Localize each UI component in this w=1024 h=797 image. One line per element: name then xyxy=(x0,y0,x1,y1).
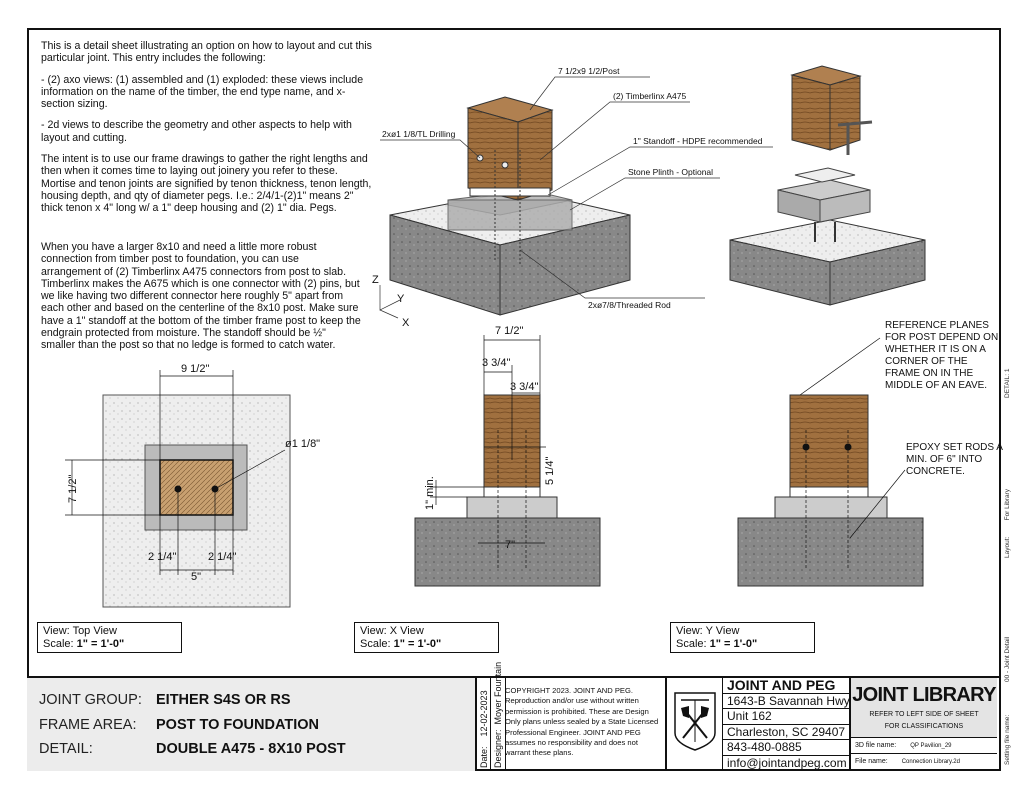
phone: 843-480-0885 xyxy=(723,740,849,756)
side-joint: 00 - Joint Detail xyxy=(1004,636,1011,682)
library-title: JOINT LIBRARY xyxy=(852,684,996,706)
side-setting: Setting file name: xyxy=(1004,714,1011,765)
axis-y: Y xyxy=(397,293,405,305)
dim-x-height: 5 1/4" xyxy=(544,457,556,485)
company-address: JOINT AND PEG 1643-B Savannah Hwy Unit 1… xyxy=(723,678,850,771)
y-view xyxy=(737,337,924,587)
label-standoff: 1" Standoff - HDPE recommended xyxy=(633,136,763,146)
dim-b3: 5" xyxy=(191,571,201,583)
dim-x-standoff: 1" min. xyxy=(424,476,436,510)
dim-b2: 2 1/4" xyxy=(208,551,236,563)
company-logo xyxy=(665,678,723,771)
side-layout: Layout: For Library xyxy=(1004,488,1011,558)
sheet-border xyxy=(27,28,1001,771)
frame-area-value: POST TO FOUNDATION xyxy=(156,717,319,733)
axo-assembled-view xyxy=(389,96,631,316)
dim-x-half1: 3 3/4" xyxy=(482,357,510,369)
dim-x-half2: 3 3/4" xyxy=(510,381,538,393)
dim-top-width: 9 1/2" xyxy=(181,363,209,375)
side-detail: DETAIL: 1 xyxy=(1004,368,1011,398)
divider xyxy=(505,678,506,771)
intro-p1: This is a detail sheet illustrating an o… xyxy=(41,40,372,65)
designer-column: Designer: Moyer Fountain xyxy=(490,662,505,771)
label-plinth: Stone Plinth - Optional xyxy=(628,167,713,177)
intro-p2: - (2) axo views: (1) assembled and (1) e… xyxy=(41,73,364,111)
axis-z: Z xyxy=(372,274,379,286)
x-view xyxy=(414,335,601,587)
joint-group-value: EITHER S4S OR RS xyxy=(156,692,291,708)
dim-x-width: 7 1/2" xyxy=(495,325,523,337)
dim-b1: 2 1/4" xyxy=(148,551,176,563)
label-drilling: 2xø1 1/8/TL Drilling xyxy=(382,129,456,139)
intro-text: This is a detail sheet illustrating an o… xyxy=(41,40,375,224)
title-block: JOINT GROUP: EITHER S4S OR RS FRAME AREA:… xyxy=(27,662,1001,771)
classification-panel: JOINT GROUP: EITHER S4S OR RS FRAME AREA:… xyxy=(27,678,475,771)
dim-diameter: ø1 1/8" xyxy=(285,438,320,450)
copyright-notice: COPYRIGHT 2023. JOINT AND PEG. Reproduct… xyxy=(505,686,659,758)
library-panel: JOINT LIBRARY REFER TO LEFT SIDE OF SHEE… xyxy=(849,678,997,771)
axo-callouts xyxy=(379,76,773,319)
email-link[interactable]: info@jointandpeg.com xyxy=(727,755,847,770)
dim-x-rod: 7" xyxy=(505,539,515,551)
designer-value: Moyer Fountain xyxy=(493,661,503,725)
label-timberlinx: (2) Timberlinx A475 xyxy=(613,91,686,101)
address-line-3: Charleston, SC 29407 xyxy=(723,725,849,740)
axis-x: X xyxy=(402,317,410,329)
frame-area-label: FRAME AREA: xyxy=(39,717,137,733)
3d-file-row: 3D file name:QP Pavilion_29 xyxy=(851,738,997,754)
address-line-2: Unit 162 xyxy=(723,709,849,725)
top-view xyxy=(65,370,291,608)
dim-top-depth: 7 1/2" xyxy=(67,475,79,503)
label-rod: 2xø7/8/Threaded Rod xyxy=(588,300,671,310)
connection-text: When you have a larger 8x10 and need a l… xyxy=(41,241,361,352)
date-column: Date: 12-02-2023 xyxy=(475,678,490,771)
refer-line-1: REFER TO LEFT SIDE OF SHEET xyxy=(869,711,979,718)
company-name: JOINT AND PEG xyxy=(723,678,849,694)
axo-exploded-view xyxy=(729,65,926,306)
address-line-1: 1643-B Savannah Hwy xyxy=(723,694,850,709)
joint-group-label: JOINT GROUP: xyxy=(39,692,142,708)
detail-value: DOUBLE A475 - 8X10 POST xyxy=(156,741,346,757)
intro-p4: The intent is to use our frame drawings … xyxy=(41,153,372,215)
shield-logo-icon xyxy=(674,692,716,751)
date-value: 12-02-2023 xyxy=(479,690,489,737)
refer-line-2: FOR CLASSIFICATIONS xyxy=(884,723,964,730)
file-row: File name:Connection Library.2d xyxy=(855,758,960,765)
intro-p3: - 2d views to describe the geometry and … xyxy=(41,119,352,144)
detail-label: DETAIL: xyxy=(39,741,93,757)
label-post: 7 1/2x9 1/2/Post xyxy=(558,66,620,76)
